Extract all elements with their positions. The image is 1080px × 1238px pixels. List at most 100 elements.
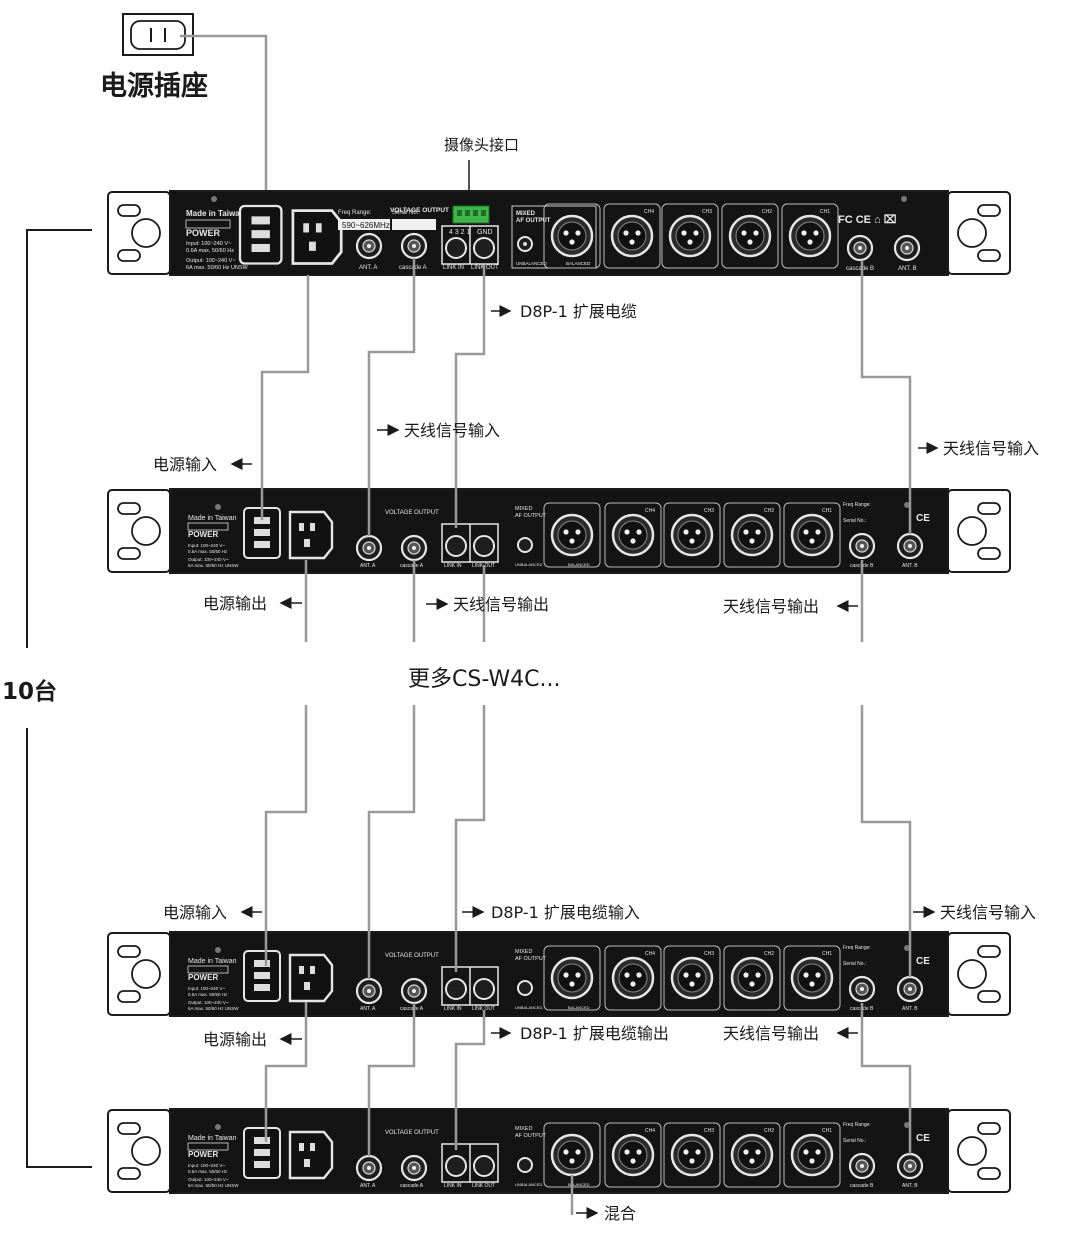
svg-text:Input: 100~240 V~: Input: 100~240 V~ bbox=[188, 543, 225, 548]
svg-text:ANT. A: ANT. A bbox=[359, 265, 377, 271]
svg-text:Made in Taiwan: Made in Taiwan bbox=[188, 515, 237, 522]
svg-text:CH1: CH1 bbox=[822, 1128, 832, 1134]
svg-text:6A max. 50/60 Hz UNSW: 6A max. 50/60 Hz UNSW bbox=[188, 563, 239, 568]
svg-text:UNBALANCED: UNBALANCED bbox=[515, 1005, 542, 1010]
svg-text:POWER: POWER bbox=[188, 973, 218, 982]
svg-text:0.6A max. 50/60 Hz: 0.6A max. 50/60 Hz bbox=[186, 248, 234, 254]
svg-text:Input: 100~240 V~: Input: 100~240 V~ bbox=[186, 241, 231, 247]
svg-text:BALANCED: BALANCED bbox=[566, 261, 591, 266]
ant-out-label-2: 天线信号输出 bbox=[723, 597, 819, 616]
svg-text:Made in Taiwan: Made in Taiwan bbox=[188, 958, 237, 965]
svg-text:Freq Range:: Freq Range: bbox=[843, 945, 871, 951]
svg-text:VOLTAGE OUTPUT: VOLTAGE OUTPUT bbox=[385, 1130, 439, 1136]
svg-text:CH1: CH1 bbox=[822, 951, 832, 957]
count-label: 10台 bbox=[2, 678, 57, 705]
receiver-unit-3: Made in Taiwan POWER Input: 100~240 V~ 0… bbox=[107, 931, 1011, 1017]
svg-text:CH4: CH4 bbox=[645, 951, 655, 957]
cables bbox=[260, 258, 912, 1215]
svg-text:AF OUTPUT: AF OUTPUT bbox=[515, 513, 547, 519]
svg-text:CH3: CH3 bbox=[704, 951, 714, 957]
power-out-label-2: 电源输出 bbox=[203, 1030, 267, 1049]
ext-cable-label: D8P-1 扩展电缆 bbox=[520, 302, 637, 321]
svg-text:cascade B: cascade B bbox=[846, 266, 874, 272]
svg-text:UNBALANCED: UNBALANCED bbox=[516, 261, 548, 266]
svg-text:Output: 100~240 V~: Output: 100~240 V~ bbox=[188, 1000, 229, 1005]
receiver-unit-2: Made in Taiwan POWER Input: 100~240 V~ 0… bbox=[107, 488, 1011, 574]
svg-text:CH3: CH3 bbox=[704, 1128, 714, 1134]
svg-text:Serial No.:: Serial No.: bbox=[843, 1138, 866, 1144]
power-out-label-1: 电源输出 bbox=[203, 594, 267, 613]
svg-text:Freq Range:: Freq Range: bbox=[843, 1122, 871, 1128]
svg-text:0.6A max. 50/60 Hz: 0.6A max. 50/60 Hz bbox=[188, 549, 228, 554]
svg-text:POWER: POWER bbox=[188, 1150, 218, 1159]
svg-text:CH1: CH1 bbox=[820, 209, 830, 215]
svg-text:UNBALANCED: UNBALANCED bbox=[515, 562, 542, 567]
svg-text:Serial No.:: Serial No.: bbox=[843, 961, 866, 967]
receiver-unit-4: Made in Taiwan POWER Input: 100~240 V~ 0… bbox=[107, 1108, 1011, 1194]
svg-text:POWER: POWER bbox=[188, 530, 218, 539]
ant-in-label-1: 天线信号输入 bbox=[404, 421, 500, 440]
svg-text:ANT. B: ANT. B bbox=[902, 1183, 918, 1189]
svg-text:GND: GND bbox=[477, 229, 493, 236]
svg-text:Made in Taiwan: Made in Taiwan bbox=[188, 1135, 237, 1142]
power-in-label-2: 电源输入 bbox=[163, 903, 227, 922]
svg-text:4 3 2 1: 4 3 2 1 bbox=[449, 229, 471, 236]
svg-text:6A max. 50/60 Hz UNSW: 6A max. 50/60 Hz UNSW bbox=[186, 265, 249, 271]
svg-text:CH4: CH4 bbox=[645, 508, 655, 514]
svg-text:CH4: CH4 bbox=[645, 1128, 655, 1134]
svg-text:CE: CE bbox=[916, 1133, 930, 1144]
svg-text:LINK OUT: LINK OUT bbox=[472, 1183, 495, 1189]
svg-text:ANT. B: ANT. B bbox=[902, 563, 918, 569]
svg-text:LINK IN: LINK IN bbox=[443, 265, 464, 271]
svg-text:LINK IN: LINK IN bbox=[444, 563, 462, 569]
power-in-label-1: 电源输入 bbox=[153, 455, 217, 474]
svg-text:0.6A max. 50/60 Hz: 0.6A max. 50/60 Hz bbox=[188, 992, 228, 997]
ant-in-label-2: 天线信号输入 bbox=[943, 439, 1039, 458]
svg-text:VOLTAGE OUTPUT: VOLTAGE OUTPUT bbox=[385, 953, 439, 959]
outlet-label: 电源插座 bbox=[100, 70, 208, 102]
ant-out-label-3: 天线信号输出 bbox=[723, 1024, 819, 1043]
svg-text:LINK OUT: LINK OUT bbox=[472, 1006, 495, 1012]
svg-text:CE: CE bbox=[916, 956, 930, 967]
svg-text:cascade A: cascade A bbox=[400, 563, 424, 569]
svg-text:CH3: CH3 bbox=[702, 209, 712, 215]
svg-text:ANT. B: ANT. B bbox=[902, 1006, 918, 1012]
svg-text:AF OUTPUT: AF OUTPUT bbox=[515, 1133, 547, 1139]
svg-text:FC CE ⌂ ⌧: FC CE ⌂ ⌧ bbox=[838, 214, 897, 226]
ext-cable-in-label: D8P-1 扩展电缆输入 bbox=[491, 903, 640, 922]
svg-text:ANT. B: ANT. B bbox=[898, 266, 917, 272]
outlet-cord bbox=[180, 34, 268, 190]
svg-text:MIXED: MIXED bbox=[515, 506, 532, 512]
svg-text:CH1: CH1 bbox=[822, 508, 832, 514]
ext-cable-out-label: D8P-1 扩展电缆输出 bbox=[520, 1024, 669, 1043]
svg-text:6A max. 50/60 Hz UNSW: 6A max. 50/60 Hz UNSW bbox=[188, 1183, 239, 1188]
camera-port-label: 摄像头接口 bbox=[444, 136, 519, 154]
svg-text:ANT. A: ANT. A bbox=[360, 1183, 376, 1189]
svg-text:VOLTAGE OUTPUT: VOLTAGE OUTPUT bbox=[385, 510, 439, 516]
svg-text:cascade A: cascade A bbox=[400, 1006, 424, 1012]
svg-text:BALANCED: BALANCED bbox=[568, 562, 590, 567]
svg-text:Output: 100~240 V~: Output: 100~240 V~ bbox=[186, 258, 236, 264]
svg-text:POWER: POWER bbox=[186, 228, 221, 238]
svg-text:CH2: CH2 bbox=[762, 209, 772, 215]
svg-text:6A max. 50/60 Hz UNSW: 6A max. 50/60 Hz UNSW bbox=[188, 1006, 239, 1011]
ant-in-label-3: 天线信号输入 bbox=[940, 903, 1036, 922]
svg-text:Output: 100~240 V~: Output: 100~240 V~ bbox=[188, 1177, 229, 1182]
camera-terminal-block bbox=[452, 205, 490, 224]
more-units-label: 更多CS-W4C... bbox=[408, 667, 560, 692]
svg-text:Made in Taiwan: Made in Taiwan bbox=[186, 209, 245, 218]
svg-text:CH4: CH4 bbox=[644, 209, 654, 215]
svg-text:0.6A max. 50/60 Hz: 0.6A max. 50/60 Hz bbox=[188, 1169, 228, 1174]
ant-out-label-1: 天线信号输出 bbox=[453, 595, 549, 614]
svg-text:Serial No.:: Serial No.: bbox=[392, 210, 420, 216]
ant-a-connector bbox=[355, 232, 383, 260]
mix-label: 混合 bbox=[604, 1204, 636, 1223]
power-outlet-icon bbox=[122, 13, 194, 56]
svg-text:LINK IN: LINK IN bbox=[444, 1183, 462, 1189]
ant-b-connector bbox=[893, 234, 921, 262]
svg-text:Output: 100~240 V~: Output: 100~240 V~ bbox=[188, 557, 229, 562]
cascade-a-connector bbox=[400, 232, 428, 260]
svg-text:CE: CE bbox=[916, 513, 930, 524]
cascade-b-connector bbox=[846, 234, 874, 262]
